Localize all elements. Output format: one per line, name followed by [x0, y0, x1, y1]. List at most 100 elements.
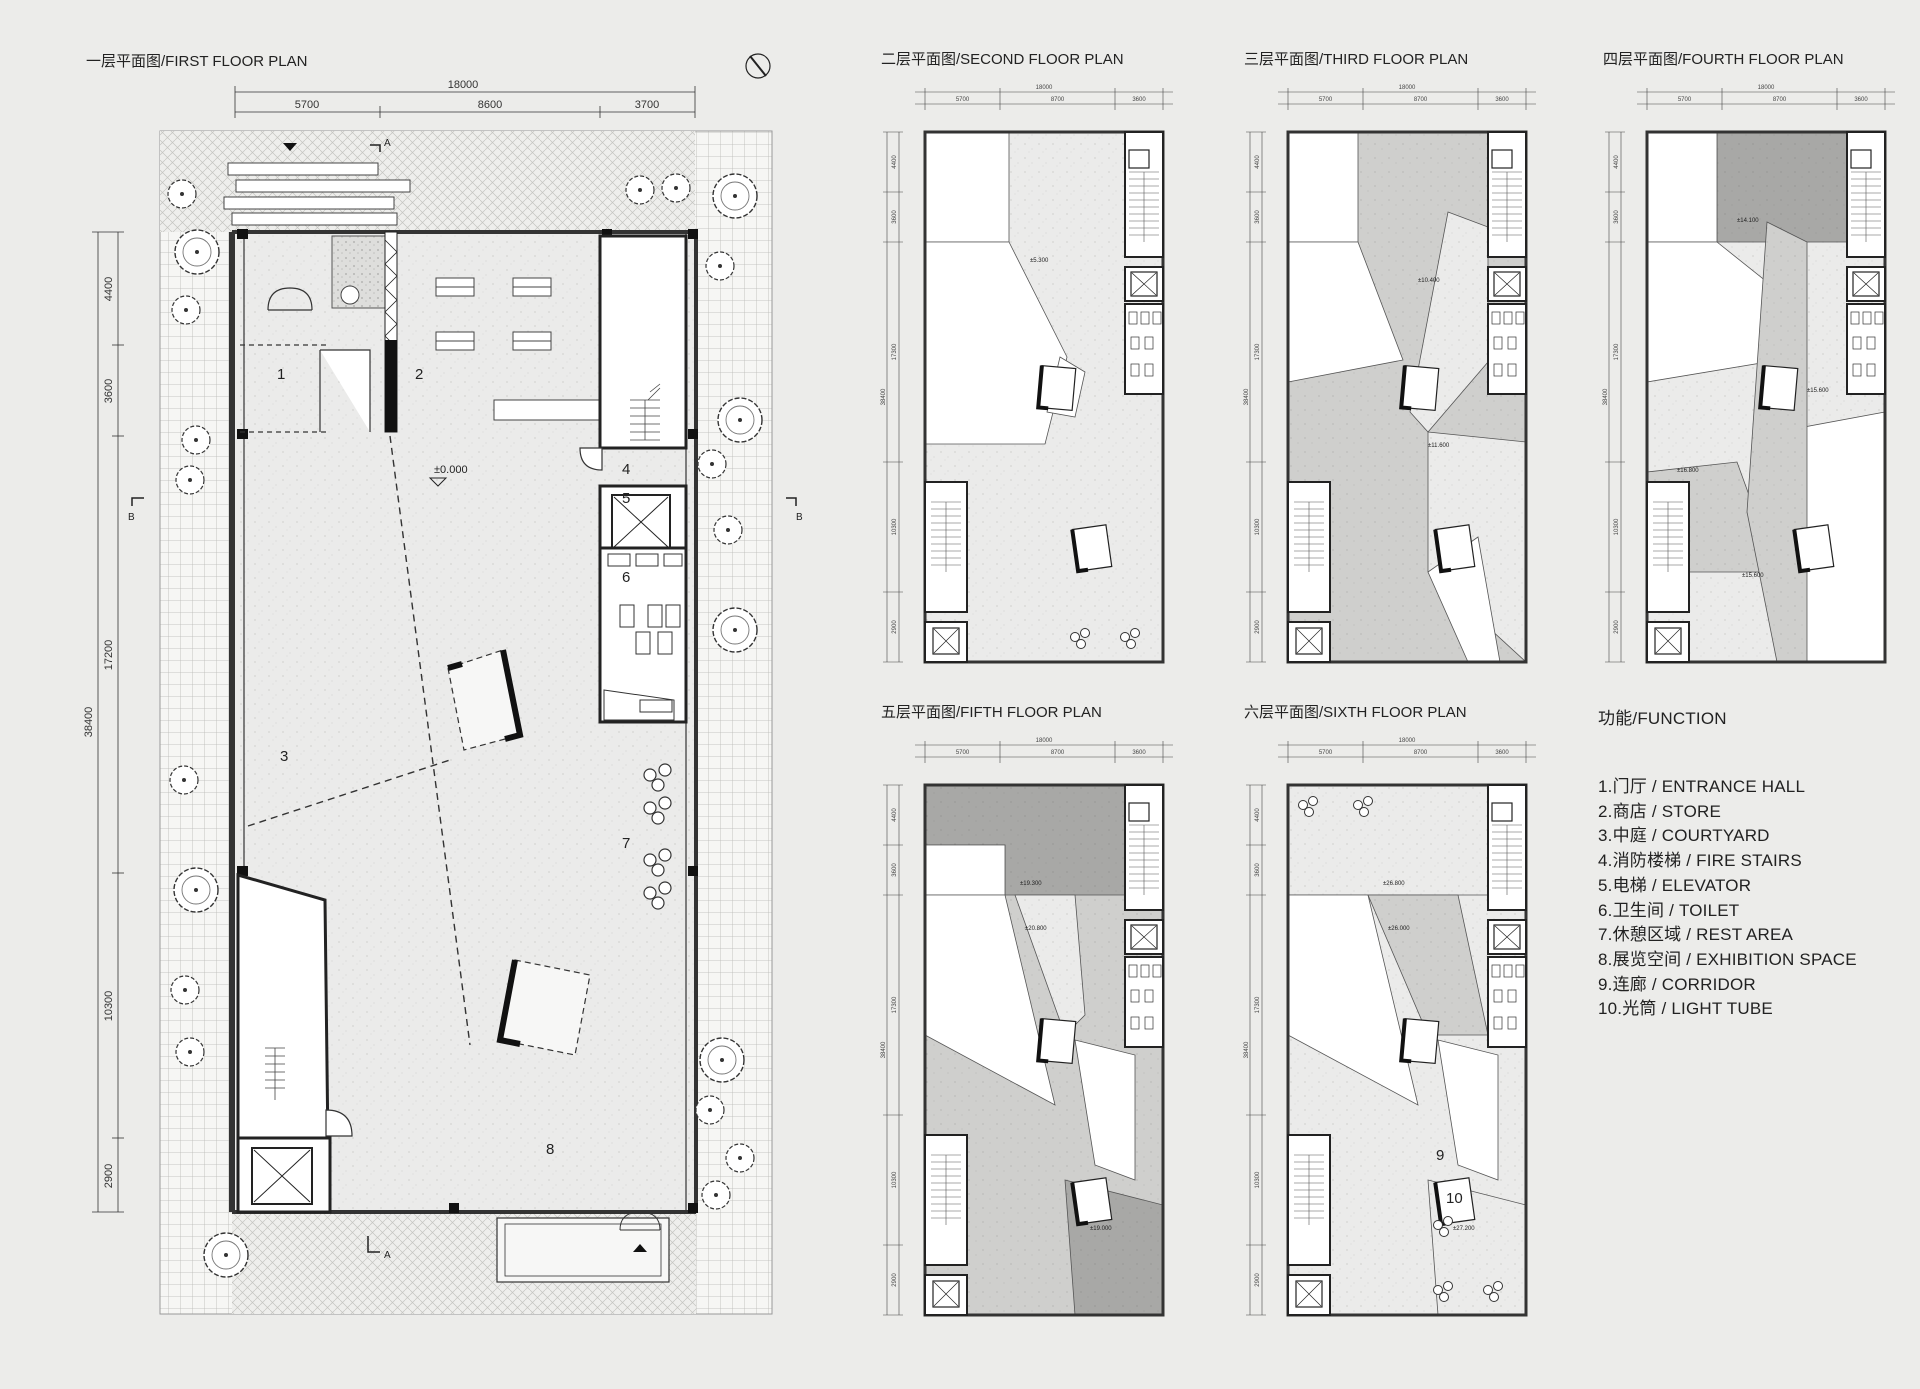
sixth-exterior-wall: [1286, 783, 1528, 1317]
fifth-floor-title: 五层平面图/FIFTH FLOOR PLAN: [881, 704, 1102, 721]
lower-stairs-icon: [265, 1047, 285, 1100]
room-number-4: 4: [622, 461, 630, 478]
fifth-dim-row-4: 10300: [892, 1171, 898, 1188]
elevator-icon: [611, 494, 671, 550]
dim-row-2: 3600: [103, 379, 115, 403]
dim-row-1: 4400: [103, 277, 115, 301]
first-floor-top-dimension: [234, 86, 696, 118]
fifth-floor-zone-7: [1014, 894, 1086, 1036]
second-dim-row-3: 17300: [892, 343, 898, 360]
fourth-floor-title: 四层平面图/FOURTH FLOOR PLAN: [1603, 51, 1844, 68]
entry-arrow-icon: [283, 143, 297, 151]
fifth-dim-row-3: 17300: [892, 996, 898, 1013]
function-item-courtyard: 3.中庭 / COURTYARD: [1598, 826, 1770, 846]
third-light-tubes: [1399, 364, 1476, 574]
second-exterior-wall: [923, 130, 1165, 664]
sixth-dim-row-total: 38400: [1244, 1041, 1250, 1058]
fourth-dim-row-1: 4400: [1614, 155, 1620, 169]
second-stairs-icon: [1129, 171, 1159, 242]
sixth-dim-row-5: 2900: [1255, 1273, 1261, 1287]
second-dim-total: 18000: [1036, 85, 1053, 91]
second-elevator-icon: [1130, 271, 1158, 297]
fourth-lower-stairs-icon: [1653, 501, 1683, 572]
fifth-lower-elevator-icon: [932, 1280, 960, 1308]
fifth-dim-col-3: 3600: [1132, 750, 1146, 756]
second-toilet-fixtures-icon: [1128, 311, 1162, 377]
fourth-elevator-icon: [1852, 271, 1880, 297]
fifth-dim-row-2: 3600: [892, 863, 898, 877]
fifth-dim-col-1: 5700: [956, 750, 970, 756]
fourth-dim-total: 18000: [1758, 85, 1775, 91]
third-dim-row-4: 10300: [1255, 518, 1261, 535]
section-marker-b-left: [131, 497, 144, 506]
third-level-mark-2: ±11.600: [1428, 443, 1450, 449]
room-number-2: 2: [415, 366, 423, 383]
third-dim-row-2: 3600: [1255, 210, 1261, 224]
second-dim-row-2: 3600: [892, 210, 898, 224]
second-top-dimension: [883, 88, 1173, 663]
room-number-7: 7: [622, 835, 630, 852]
second-dim-col-2: 8700: [1051, 97, 1065, 103]
third-level-mark-1: ±10.400: [1418, 278, 1440, 284]
first-floor-plan: 一层平面图/FIRST FLOOR PLAN 18000 5700 8600 3…: [83, 53, 803, 1315]
fifth-dim-total: 18000: [1036, 738, 1053, 744]
sixth-label-10: 10: [1446, 1190, 1463, 1207]
fourth-top-dimension: [1605, 88, 1895, 663]
dim-total-width: 18000: [448, 79, 479, 91]
fifth-level-mark-3: ±19.000: [1090, 1226, 1112, 1232]
fifth-lower-stairs-icon: [931, 1154, 961, 1225]
sixth-label-9: 9: [1436, 1147, 1444, 1164]
sixth-dim-row-1: 4400: [1255, 808, 1261, 822]
fourth-level-mark-2: ±15.600: [1807, 388, 1829, 394]
room-number-1: 1: [277, 366, 285, 383]
third-dim-col-1: 5700: [1319, 97, 1333, 103]
third-exterior-wall: [1286, 130, 1528, 664]
lower-stairs-door-icon: [325, 1109, 353, 1137]
light-tube-1: [447, 649, 524, 751]
third-dim-row-3: 17300: [1255, 343, 1261, 360]
sixth-dim-row-4: 10300: [1255, 1171, 1261, 1188]
light-tube-2: [496, 959, 591, 1056]
second-service-core: [1124, 131, 1164, 395]
fifth-level-mark-1: ±19.300: [1020, 881, 1042, 887]
function-item-corridor: 9.连廊 / CORRIDOR: [1598, 974, 1756, 994]
dim-col-2: 8600: [478, 99, 502, 111]
entry-steps: [223, 162, 411, 226]
third-floor-zone-2: [1287, 131, 1359, 243]
sixth-floor-title: 六层平面图/SIXTH FLOOR PLAN: [1244, 704, 1467, 721]
lower-elevator-icon: [251, 1147, 313, 1205]
third-stairs-icon: [1492, 171, 1522, 242]
second-dim-row-1: 4400: [892, 155, 898, 169]
sixth-rest-seating: [1298, 796, 1503, 1302]
fifth-elevator-icon: [1130, 924, 1158, 950]
section-marker-b-right: [786, 497, 797, 506]
third-dim-col-2: 8700: [1414, 97, 1428, 103]
sixth-lower-stairs-icon: [1294, 1154, 1324, 1225]
dim-row-3: 17200: [103, 640, 115, 671]
second-dim-row-5: 2900: [892, 620, 898, 634]
fourth-service-core: [1846, 131, 1886, 395]
fifth-floor-zone-3: [924, 844, 1006, 896]
section-label-a-bottom: A: [384, 1250, 391, 1261]
third-lower-elevator-icon: [1295, 627, 1323, 655]
dim-col-1: 5700: [295, 99, 319, 111]
section-label-b-right: B: [796, 512, 803, 523]
dim-col-3: 3700: [635, 99, 659, 111]
sixth-floor-zone-2: [1287, 784, 1489, 896]
third-floor-title: 三层平面图/THIRD FLOOR PLAN: [1244, 51, 1468, 68]
sixth-level-mark-2: ±26.000: [1388, 926, 1410, 932]
sixth-dim-row-3: 17300: [1255, 996, 1261, 1013]
second-level-mark-1: ±5.300: [1030, 258, 1049, 264]
sixth-floor-zone-4: [1437, 1039, 1499, 1181]
fourth-exterior-wall: [1645, 130, 1887, 664]
sixth-lower-elevator-icon: [1295, 1280, 1323, 1308]
fourth-floor-zone-3: [1646, 131, 1718, 243]
fifth-dim-col-2: 8700: [1051, 750, 1065, 756]
third-dim-row-5: 2900: [1255, 620, 1261, 634]
function-item-light-tube: 10.光筒 / LIGHT TUBE: [1598, 999, 1773, 1019]
section-label-a-top: A: [384, 138, 391, 149]
third-dim-total: 18000: [1399, 85, 1416, 91]
sixth-stairs-icon: [1492, 824, 1522, 895]
